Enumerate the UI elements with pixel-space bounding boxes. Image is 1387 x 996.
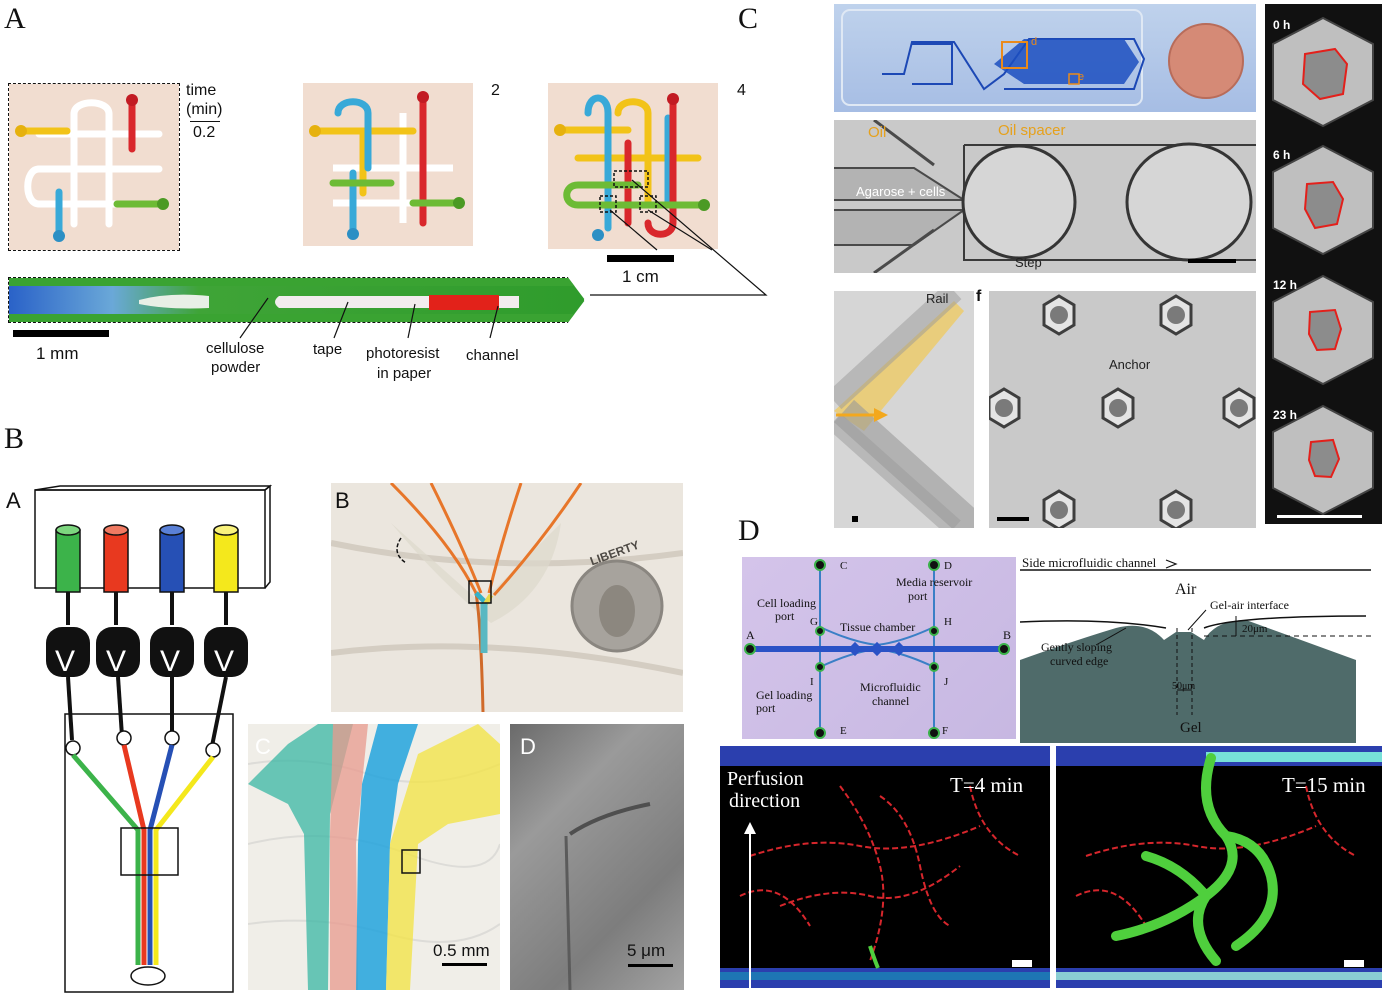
chip-letter-h: H bbox=[944, 616, 952, 628]
label-gel: Gel bbox=[1180, 720, 1202, 736]
chip-letter-g: G bbox=[810, 616, 818, 628]
label-media-reservoir: Media reservoir bbox=[896, 575, 973, 589]
label-cellulose: cellulose bbox=[206, 340, 265, 357]
chip-letter-d: D bbox=[944, 560, 952, 572]
sub-label-ba: A bbox=[6, 488, 21, 513]
sub-label-bb: B bbox=[335, 488, 350, 513]
label-gel-loading: Gel loading bbox=[756, 688, 813, 702]
panel-label-d: D bbox=[738, 514, 760, 547]
panel-label-a: A bbox=[4, 2, 26, 35]
perfusion-arrow bbox=[744, 822, 756, 988]
strip-leader-lines bbox=[239, 297, 499, 339]
label-tissue-chamber: Tissue chamber bbox=[840, 620, 916, 634]
perfusion-image-t15 bbox=[1056, 746, 1382, 988]
label-side-channel: Side microfluidic channel bbox=[1022, 555, 1157, 570]
droplet-chip-photo bbox=[834, 4, 1256, 112]
sub-label-bc: C bbox=[255, 734, 271, 759]
label-gel-air-interface: Gel-air interface bbox=[1210, 598, 1289, 612]
chip-letter-f: F bbox=[942, 725, 949, 737]
tissue-chip-photo bbox=[742, 557, 1016, 739]
label-perfusion: Perfusion bbox=[727, 768, 804, 790]
perfusion-image-t4 bbox=[720, 746, 1050, 988]
rail-arrow bbox=[836, 408, 888, 422]
label-curved-edge: curved edge bbox=[1050, 654, 1109, 668]
pump-3-symbol: V bbox=[160, 645, 181, 678]
chip-letter-j: J bbox=[944, 676, 949, 688]
sub-label-f: f bbox=[976, 288, 982, 305]
label-oil: Oil bbox=[868, 124, 887, 141]
panel-label-b: B bbox=[4, 422, 25, 455]
chip-letter-c: C bbox=[840, 560, 848, 572]
label-oil-spacer: Oil spacer bbox=[998, 122, 1066, 139]
label-anchor: Anchor bbox=[1109, 357, 1151, 372]
droplet-generator-micrograph bbox=[834, 120, 1256, 273]
timepoint-0h: 0 h bbox=[1273, 18, 1291, 32]
cross-section-strip bbox=[8, 277, 585, 323]
label-cell-loading: Cell loading bbox=[757, 596, 816, 610]
timepoint-23h: 23 h bbox=[1273, 408, 1298, 422]
scale-bar-1cm bbox=[607, 255, 674, 262]
time-value-1: 0.2 bbox=[193, 124, 216, 141]
scale-bar-05mm bbox=[442, 963, 487, 966]
timepoint-6h: 6 h bbox=[1273, 148, 1291, 162]
scale-label-5um: 5 μm bbox=[627, 941, 666, 960]
rail-micrograph bbox=[834, 291, 974, 528]
label-in-paper: in paper bbox=[377, 365, 432, 382]
chip-label-d: d bbox=[1031, 36, 1038, 48]
label-t4min: T=4 min bbox=[950, 773, 1024, 797]
label-media-reservoir-port: port bbox=[908, 589, 928, 603]
scale-bar-1mm bbox=[13, 330, 109, 337]
panel-label-c: C bbox=[738, 2, 759, 35]
fraction-bar bbox=[190, 121, 220, 122]
pump-4-symbol: V bbox=[214, 645, 235, 678]
time-value-3: 4 bbox=[737, 82, 746, 99]
paper-device-t1 bbox=[8, 83, 180, 251]
pump-2-symbol: V bbox=[106, 645, 127, 678]
label-dim-50um: 50μm bbox=[1172, 681, 1196, 692]
paper-fibers-magnified bbox=[248, 724, 500, 990]
label-gel-loading-port: port bbox=[756, 701, 776, 715]
scale-label-05mm: 0.5 mm bbox=[433, 941, 490, 960]
paper-device-t2 bbox=[303, 83, 473, 246]
time-value-2: 2 bbox=[491, 82, 500, 99]
chip-letter-a: A bbox=[746, 628, 755, 642]
label-direction: direction bbox=[729, 790, 801, 812]
scale-label-1cm: 1 cm bbox=[622, 267, 659, 286]
chip-label-e: e bbox=[1078, 71, 1085, 83]
spheroid-time-series bbox=[1265, 4, 1382, 524]
chip-letter-e: E bbox=[840, 725, 847, 737]
time-label: time bbox=[186, 82, 217, 99]
fiber-micrograph bbox=[510, 724, 684, 990]
label-agarose-cells: Agarose + cells bbox=[856, 184, 946, 199]
anchor-array-micrograph bbox=[989, 291, 1256, 528]
scale-bar-5um bbox=[628, 964, 673, 967]
label-cell-loading-port: port bbox=[775, 609, 795, 623]
label-step: Step bbox=[1015, 255, 1042, 270]
scale-bar-c1 bbox=[1188, 259, 1236, 263]
label-rail: Rail bbox=[926, 291, 949, 306]
pump-1-symbol: V bbox=[55, 645, 76, 678]
label-microfluidic-channel: channel bbox=[872, 694, 910, 708]
chip-letter-i: I bbox=[810, 676, 814, 688]
zoom-connector bbox=[590, 179, 768, 296]
pump-schematic bbox=[34, 484, 273, 993]
timepoint-12h: 12 h bbox=[1273, 278, 1298, 292]
time-unit-label: (min) bbox=[186, 101, 223, 118]
label-dim-20um: 20μm bbox=[1242, 623, 1268, 635]
label-tape: tape bbox=[313, 341, 343, 358]
sub-label-bd: D bbox=[520, 734, 536, 759]
label-powder: powder bbox=[211, 359, 261, 376]
label-t15min: T=15 min bbox=[1282, 773, 1366, 797]
label-microfluidic: Microfluidic bbox=[860, 680, 921, 694]
scale-label-1mm: 1 mm bbox=[36, 344, 79, 363]
paper-device-photo bbox=[331, 483, 683, 712]
label-air: Air bbox=[1175, 581, 1197, 598]
chip-letter-b: B bbox=[1003, 628, 1012, 642]
label-gently-sloping: Gently sloping bbox=[1041, 640, 1112, 654]
label-photoresist: photoresist bbox=[366, 345, 440, 362]
label-channel: channel bbox=[466, 347, 519, 364]
gel-air-schematic bbox=[1019, 559, 1371, 743]
paper-device-t3 bbox=[548, 83, 718, 249]
